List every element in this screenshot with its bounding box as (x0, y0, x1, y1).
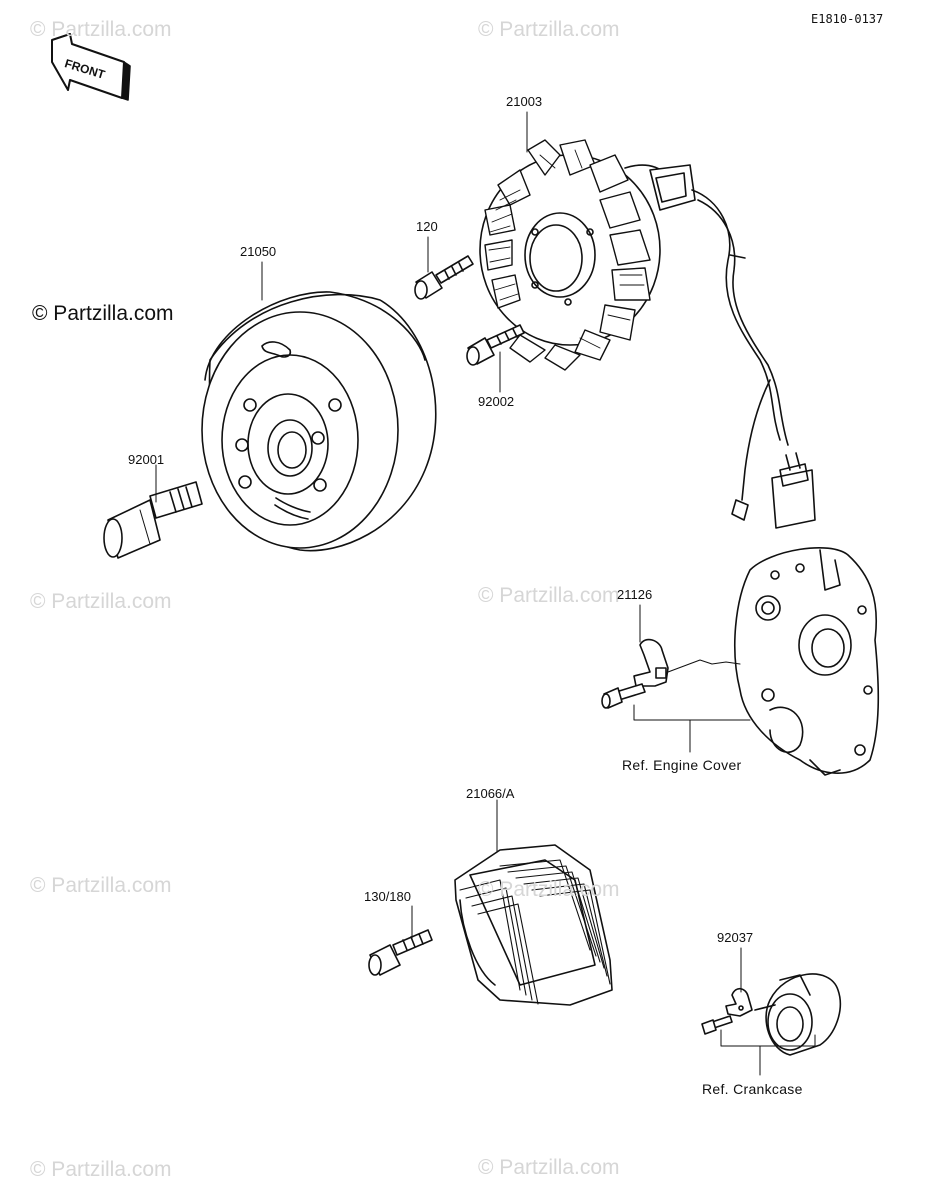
clamp-92037 (725, 987, 753, 1017)
regulator-21066 (454, 844, 613, 1006)
ref-crankcase-label: Ref. Crankcase (702, 1081, 803, 1097)
watermark: © Partzilla.com (478, 584, 620, 607)
watermark: © Partzilla.com (30, 874, 172, 897)
part-label-120[interactable]: 120 (416, 219, 438, 234)
stator-21003 (479, 139, 816, 529)
watermark: © Partzilla.com (30, 590, 172, 613)
watermark: © Partzilla.com (30, 18, 172, 41)
watermark: © Partzilla.com (478, 1156, 620, 1179)
watermark: © Partzilla.com (478, 878, 620, 901)
screw-120 (414, 255, 474, 300)
engine-cover-reference (734, 547, 880, 776)
rotor-21050 (201, 291, 437, 552)
watermark: © Partzilla.com (478, 18, 620, 41)
part-label-92002[interactable]: 92002 (478, 394, 515, 409)
screw-crankcase (701, 1015, 733, 1035)
part-label-21066-a[interactable]: 21066/A (466, 786, 515, 801)
screw-engine-cover (601, 683, 646, 709)
part-label-21126[interactable]: 21126 (617, 587, 653, 602)
leader-lines (155, 111, 816, 1076)
bolt-92001 (103, 481, 203, 559)
bolt-130-180 (368, 929, 433, 976)
clamp-21126 (633, 638, 741, 687)
part-label-92001[interactable]: 92001 (128, 452, 165, 467)
front-arrow-icon (51, 33, 131, 101)
part-label-130-180[interactable]: 130/180 (364, 889, 411, 904)
screw-92002 (466, 324, 525, 366)
main-watermark: © Partzilla.com (32, 302, 174, 325)
part-label-21003[interactable]: 21003 (506, 94, 543, 109)
crankcase-reference (754, 973, 842, 1056)
diagram-code: E1810-0137 (811, 12, 884, 26)
part-label-21050[interactable]: 21050 (240, 244, 277, 259)
ref-engine-cover-label: Ref. Engine Cover (622, 757, 742, 773)
part-label-92037[interactable]: 92037 (717, 930, 754, 945)
watermark: © Partzilla.com (30, 1158, 172, 1181)
